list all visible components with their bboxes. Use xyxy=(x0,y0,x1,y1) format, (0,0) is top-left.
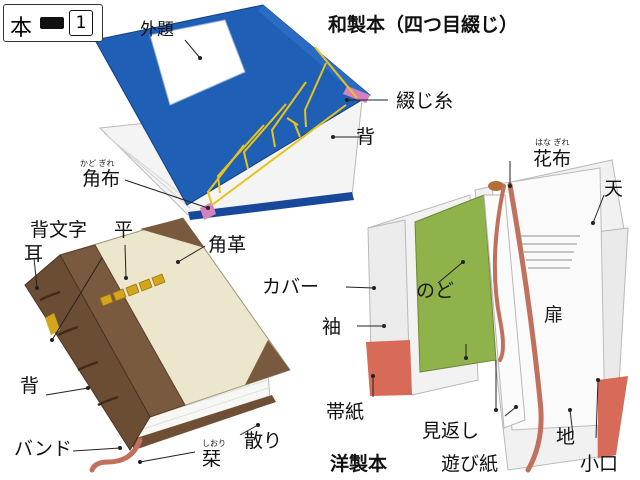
label-title-slip: 外題 xyxy=(140,20,174,40)
western-book-title: 洋製本 xyxy=(330,453,388,475)
japanese-book-back-cover xyxy=(188,192,354,220)
badge-main-text: 本 xyxy=(10,16,33,41)
label-flyleaf: 遊び紙 xyxy=(441,453,499,475)
cover-gold-title xyxy=(99,273,166,307)
corner-leather-bottom xyxy=(245,340,290,385)
label-leather-spine: 背 xyxy=(20,375,40,397)
label-flap: 袖 xyxy=(322,316,342,338)
label-binding-thread: 綴じ糸 xyxy=(396,90,454,112)
badge-dash xyxy=(40,17,64,29)
headband xyxy=(488,181,504,191)
title-slip xyxy=(149,19,246,106)
badge-number: 1 xyxy=(69,10,93,36)
label-head: 天 xyxy=(604,178,624,200)
label-corner-leather: 角革 xyxy=(208,234,247,256)
western-book xyxy=(366,159,629,473)
leather-book xyxy=(24,217,291,473)
label-obi: 帯紙 xyxy=(326,401,365,423)
label-band: バンド xyxy=(14,438,72,460)
leader-dots xyxy=(35,56,600,464)
label-ear: 耳 xyxy=(24,243,44,265)
japanese-book-title: 和製本（四つ目綴じ） xyxy=(328,14,519,36)
western-bookmark-ribbon xyxy=(507,182,544,473)
leader-lines xyxy=(33,39,605,463)
label-flat: 平 xyxy=(114,219,134,241)
spine-bands xyxy=(39,290,119,407)
label-sprinkled-edge: 散り xyxy=(244,430,283,452)
title-page-text xyxy=(520,235,580,269)
label-spine-title: 背文字 xyxy=(30,219,88,241)
label-corner-cloth: 角布 xyxy=(82,168,121,190)
western-bookmark-loop xyxy=(492,184,506,362)
spine-gold-label xyxy=(45,313,60,335)
leather-book-back-board xyxy=(130,395,276,450)
ruby-bookmark: しおり xyxy=(202,439,226,448)
corner-leather-top xyxy=(140,218,205,248)
obi-band-left xyxy=(366,340,412,396)
label-bookmark: 栞 xyxy=(202,448,222,470)
bookmark-ribbon xyxy=(89,437,143,473)
obi-band-right xyxy=(598,376,628,458)
label-headband: 花布 xyxy=(533,148,572,170)
label-gutter: のど xyxy=(416,280,455,302)
japanese-book xyxy=(94,4,371,220)
label-fore-edge: 小口 xyxy=(580,453,619,475)
leather-book-spine xyxy=(24,254,151,451)
ruby-corner-cloth: かど ぎれ xyxy=(80,159,115,168)
ruby-headband: はな ぎれ xyxy=(535,138,570,147)
label-title-page: 扉 xyxy=(544,304,564,326)
binding-thread xyxy=(206,46,358,206)
label-japanese-spine: 背 xyxy=(356,126,376,148)
label-endpaper: 見返し xyxy=(422,420,480,442)
label-tail: 地 xyxy=(556,426,576,448)
label-cover: カバー xyxy=(262,276,320,298)
section-badge: 本 1 xyxy=(3,4,103,42)
